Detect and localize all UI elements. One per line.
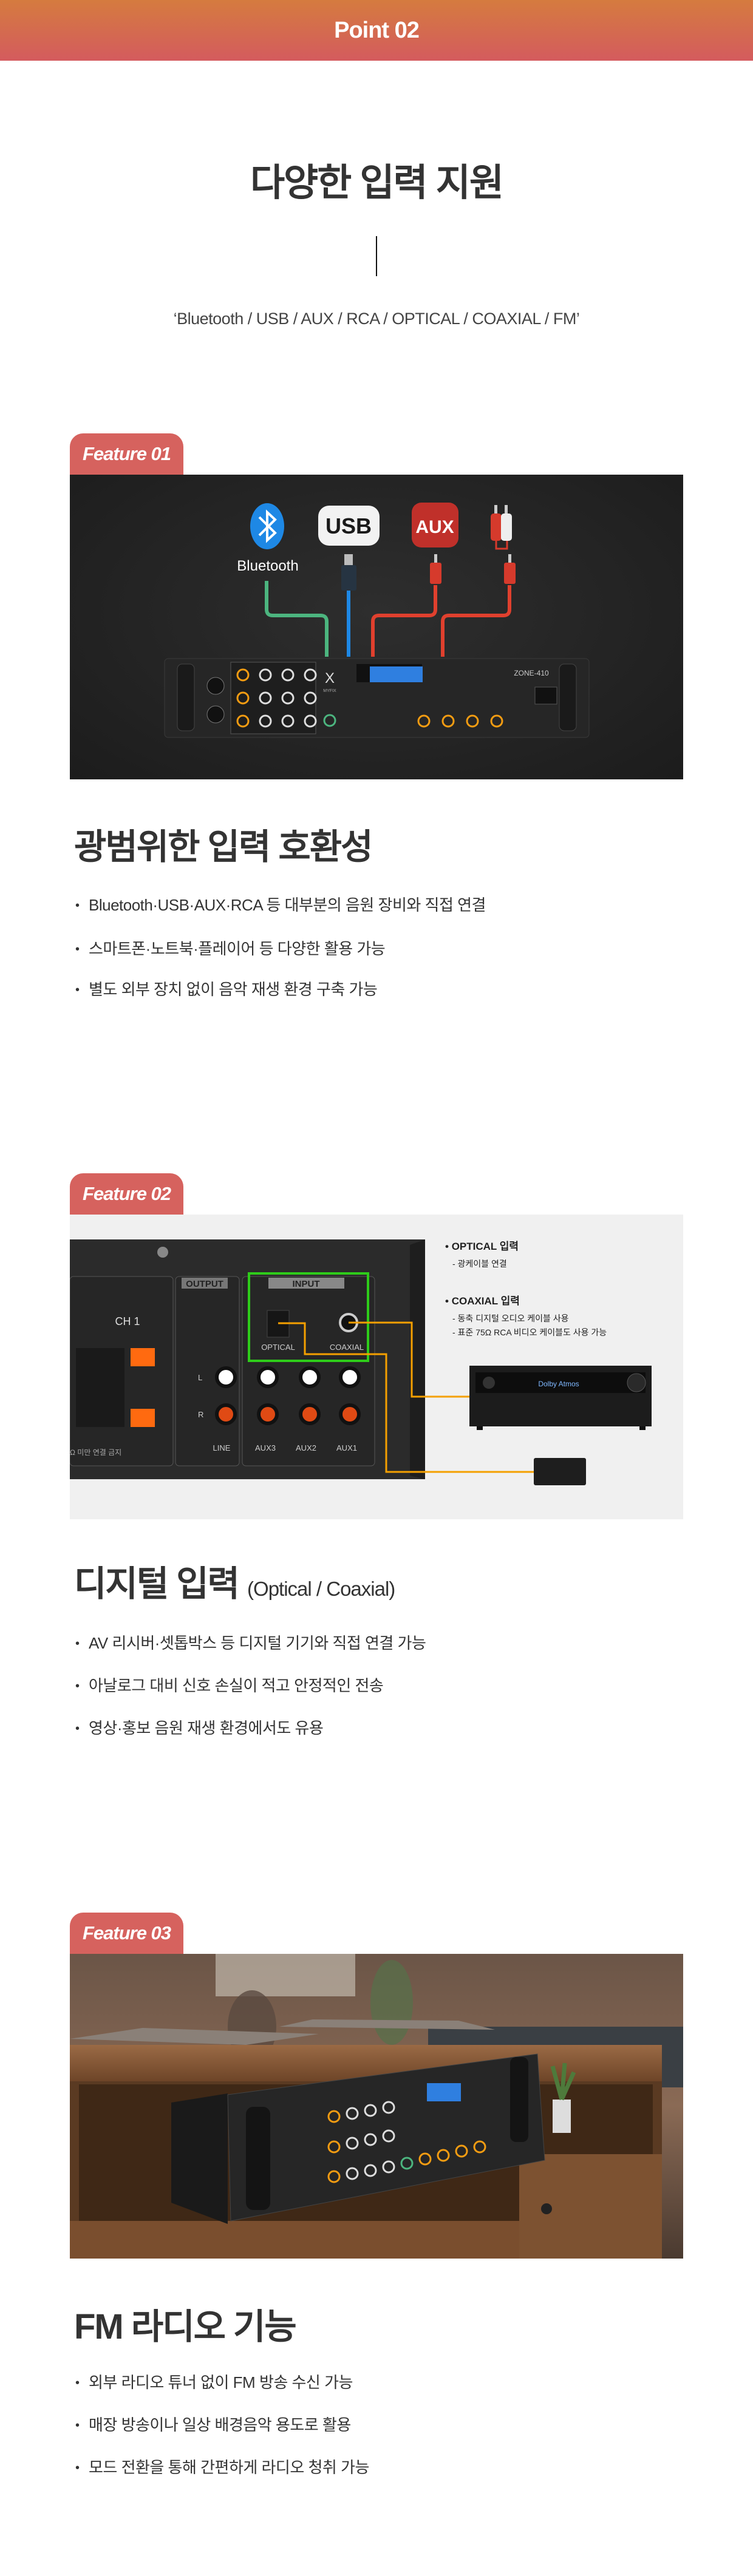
ch-label: CH 1 <box>115 1315 140 1327</box>
rear-panel: OUTPUT INPUT CH 1 Ω 미만 연결 금지 OPTICAL COA… <box>70 1239 425 1479</box>
cables <box>265 581 511 657</box>
feature-03-image <box>70 1954 683 2259</box>
cabinet-door <box>519 2154 662 2259</box>
feature-01-bullet: 별도 외부 장치 없이 음악 재생 환경 구축 가능 <box>75 977 378 1000</box>
settop-box <box>534 1458 586 1485</box>
connection-lines <box>278 1321 536 1473</box>
heading-sub: (Optical / Coaxial) <box>247 1578 395 1600</box>
plant-blur <box>370 1960 413 2045</box>
amplifier <box>171 2053 545 2224</box>
brand-label: MYFIX <box>323 689 336 693</box>
svg-text:X: X <box>325 670 335 686</box>
svg-text:• COAXIAL 입력: • COAXIAL 입력 <box>445 1295 520 1307</box>
feature-03-badge: Feature 03 <box>70 1913 183 1954</box>
heading-main: 디지털 입력 <box>74 1564 240 1604</box>
jack-label: AUX1 <box>336 1443 357 1452</box>
aux-cable <box>371 585 437 657</box>
feature-02-bullet: 영상·홍보 음원 재생 환경에서도 유용 <box>75 1716 324 1738</box>
bluetooth-cable <box>265 581 329 657</box>
feature-01-badge: Feature 01 <box>70 433 183 475</box>
plant <box>550 2062 576 2133</box>
lcd-display <box>427 2083 461 2101</box>
feature-01-bullet: 스마트폰·노트북·플레이어 등 다양한 활용 가능 <box>75 937 386 959</box>
feature-02-badge: Feature 02 <box>70 1173 183 1215</box>
feature-01-image: Bluetooth USB AUX X MYFIX ZONE-410 <box>70 475 683 779</box>
feature-03-heading: FM 라디오 기능 <box>74 2307 297 2347</box>
right-label: R <box>198 1410 203 1419</box>
av-receiver: Dolby Atmos <box>469 1366 652 1430</box>
feature-02-bullet: AV 리시버·셋톱박스 등 디지털 기기와 직접 연결 가능 <box>75 1631 426 1653</box>
point-label: Point 02 <box>334 17 420 43</box>
rca-plug-icon <box>504 554 516 584</box>
feature-02-heading: 디지털 입력 (Optical / Coaxial) <box>74 1555 395 1606</box>
point-header: Point 02 <box>0 0 753 61</box>
rca-jacks <box>215 1366 361 1425</box>
feature-01-heading: 광범위한 입력 호환성 <box>74 827 373 867</box>
jack-label: AUX2 <box>296 1443 316 1452</box>
power-switch <box>534 686 557 705</box>
usb-plug-icon <box>341 554 356 591</box>
receiver-display: Dolby Atmos <box>538 1380 579 1388</box>
coaxial-port-label: COAXIAL <box>330 1343 364 1352</box>
feature-02-image: OUTPUT INPUT CH 1 Ω 미만 연결 금지 OPTICAL COA… <box>70 1215 683 1519</box>
callout-title: OPTICAL 입력 <box>452 1241 519 1252</box>
input-list-subtitle: ‘Bluetooth / USB / AUX / RCA / OPTICAL /… <box>173 310 580 328</box>
magazine <box>279 2019 495 2030</box>
optical-port-label: OPTICAL <box>261 1343 295 1352</box>
rca-icon <box>491 505 512 550</box>
model-label: ZONE-410 <box>514 669 549 677</box>
aux-icon <box>412 503 458 547</box>
warning-label: Ω 미만 연결 금지 <box>70 1448 121 1457</box>
bluetooth-label: Bluetooth <box>237 558 298 574</box>
input-highlight-box <box>248 1272 369 1362</box>
callouts: • OPTICAL 입력 - 광케이블 연결 • COAXIAL 입력 - 동축… <box>445 1241 607 1337</box>
divider <box>376 236 377 276</box>
speaker-terminal <box>131 1348 155 1366</box>
feature-01-bullet: Bluetooth·USB·AUX·RCA 등 대부분의 음원 장비와 직접 연… <box>75 893 486 915</box>
aux-label: AUX <box>415 517 454 537</box>
lcd-display <box>370 666 423 682</box>
feature-03-bullet: 매장 방송이나 일상 배경음악 용도로 활용 <box>75 2413 351 2435</box>
amplifier: X MYFIX ZONE-410 <box>164 658 590 738</box>
feature-02-bullet: 아날로그 대비 신호 손실이 적고 안정적인 전송 <box>75 1673 384 1696</box>
page-title: 다양한 입력 지원 <box>250 162 504 204</box>
callout-line: - 광케이블 연결 <box>452 1259 507 1269</box>
feature-03-bullet: 외부 라디오 튜너 없이 FM 방송 수신 가능 <box>75 2370 353 2393</box>
usb-icon <box>318 506 380 546</box>
jack-label: LINE <box>213 1443 231 1452</box>
svg-text:• OPTICAL 입력: • OPTICAL 입력 <box>445 1241 519 1252</box>
output-label: OUTPUT <box>186 1279 223 1289</box>
usb-label: USB <box>325 514 372 538</box>
input-label: INPUT <box>293 1279 320 1289</box>
callout-line: - 동축 디지털 오디오 케이블 사용 <box>452 1313 569 1323</box>
speaker-terminal <box>131 1409 155 1427</box>
rca-cable <box>441 585 511 657</box>
magazine <box>70 2028 319 2045</box>
callout-line: - 표준 75Ω RCA 비디오 케이블도 사용 가능 <box>452 1327 607 1337</box>
aux-plug-icon <box>430 554 441 584</box>
left-label: L <box>198 1373 202 1382</box>
feature-03-bullet: 모드 전환을 통해 간편하게 라디오 청취 가능 <box>75 2455 369 2478</box>
callout-title: COAXIAL 입력 <box>452 1295 520 1307</box>
jack-label: AUX3 <box>255 1443 276 1452</box>
bluetooth-icon <box>250 503 284 549</box>
cabinet-knob <box>541 2203 552 2214</box>
